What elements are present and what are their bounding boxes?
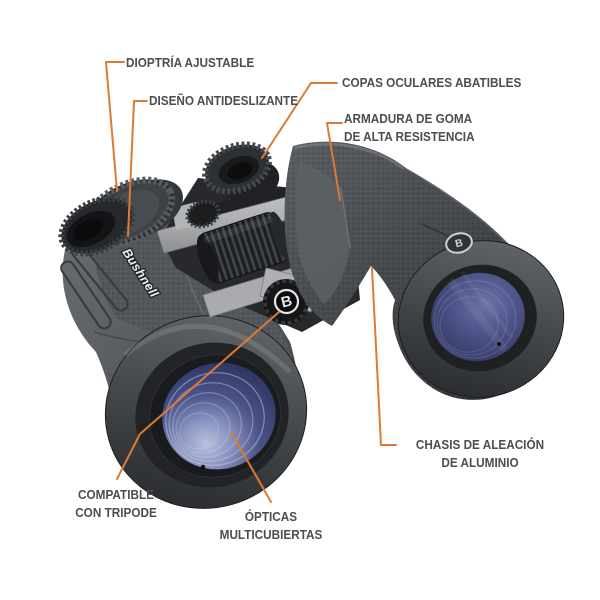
right-eyecup-ribs bbox=[202, 141, 272, 195]
callout-label-tripode-line1: COMPATIBLE bbox=[78, 488, 154, 502]
housing-facet-edge bbox=[340, 187, 351, 249]
knurled-collar bbox=[185, 199, 221, 229]
left-lens-rings bbox=[165, 372, 265, 466]
left-barrel: Bushnell bbox=[60, 195, 308, 509]
right-objective-lens bbox=[431, 272, 525, 362]
right-lens-streak bbox=[446, 277, 509, 353]
grip-ridge bbox=[60, 260, 112, 330]
callout-label-tripode: COMPATIBLE CON TRIPODE bbox=[45, 486, 188, 522]
callout-label-diseno: DISEÑO ANTIDESLIZANTE bbox=[149, 94, 299, 108]
right-eyepiece bbox=[202, 141, 280, 204]
housing-facet bbox=[295, 161, 350, 304]
logo-ring bbox=[273, 288, 300, 315]
right-barrel: B bbox=[284, 141, 565, 400]
housing-top-highlight bbox=[294, 142, 405, 171]
callout-line-dioptria bbox=[105, 61, 125, 192]
right-lens-notch bbox=[497, 342, 501, 346]
callout-line-tripode bbox=[116, 311, 280, 480]
callout-label-opticas: ÓPTICAS MULTICUBIERTAS bbox=[200, 508, 343, 544]
left-lens-notch bbox=[200, 464, 206, 470]
callout-line-armadura bbox=[326, 122, 343, 201]
callout-label-chasis-line2: DE ALUMINIO bbox=[441, 456, 519, 470]
callout-label-chasis-line1: CHASIS DE ALEACIÓN bbox=[415, 438, 545, 452]
brand-badge: B bbox=[445, 232, 473, 254]
knob-logo-letter: B bbox=[279, 292, 294, 311]
callout-lines bbox=[105, 61, 397, 503]
badge-logo-letter: B bbox=[454, 237, 465, 251]
left-rim-highlight bbox=[123, 323, 292, 374]
callout-label-dioptria: DIOPTRÍA AJUSTABLE bbox=[126, 56, 255, 70]
callout-line-copas bbox=[261, 82, 338, 159]
left-eyecup-ribs bbox=[58, 195, 136, 257]
callout-label-copas: COPAS OCULARES ABATIBLES bbox=[342, 76, 522, 90]
callout-label-opticas-line1: ÓPTICAS bbox=[244, 510, 298, 524]
callout-line-chasis bbox=[371, 267, 397, 446]
callout-label-chasis: CHASIS DE ALEACIÓN DE ALUMINIO bbox=[404, 436, 556, 472]
callout-label-armadura: ARMADURA DE GOMA DE ALTA RESISTENCIA bbox=[344, 110, 475, 146]
right-lens-rings bbox=[433, 280, 517, 359]
right-ocular-glass bbox=[227, 162, 253, 180]
right-lens-streak bbox=[460, 270, 514, 340]
left-ocular-glass bbox=[73, 219, 103, 241]
callout-label-armadura-line2: DE ALTA RESISTENCIA bbox=[344, 130, 475, 144]
callout-line-diseno bbox=[127, 100, 148, 237]
callout-label-tripode-line2: CON TRIPODE bbox=[75, 506, 157, 520]
callout-label-opticas-line2: MULTICUBIERTAS bbox=[219, 528, 323, 542]
callout-line-opticas bbox=[230, 431, 272, 503]
callout-label-armadura-line1: ARMADURA DE GOMA bbox=[344, 112, 473, 126]
focus-wheel bbox=[196, 211, 291, 284]
